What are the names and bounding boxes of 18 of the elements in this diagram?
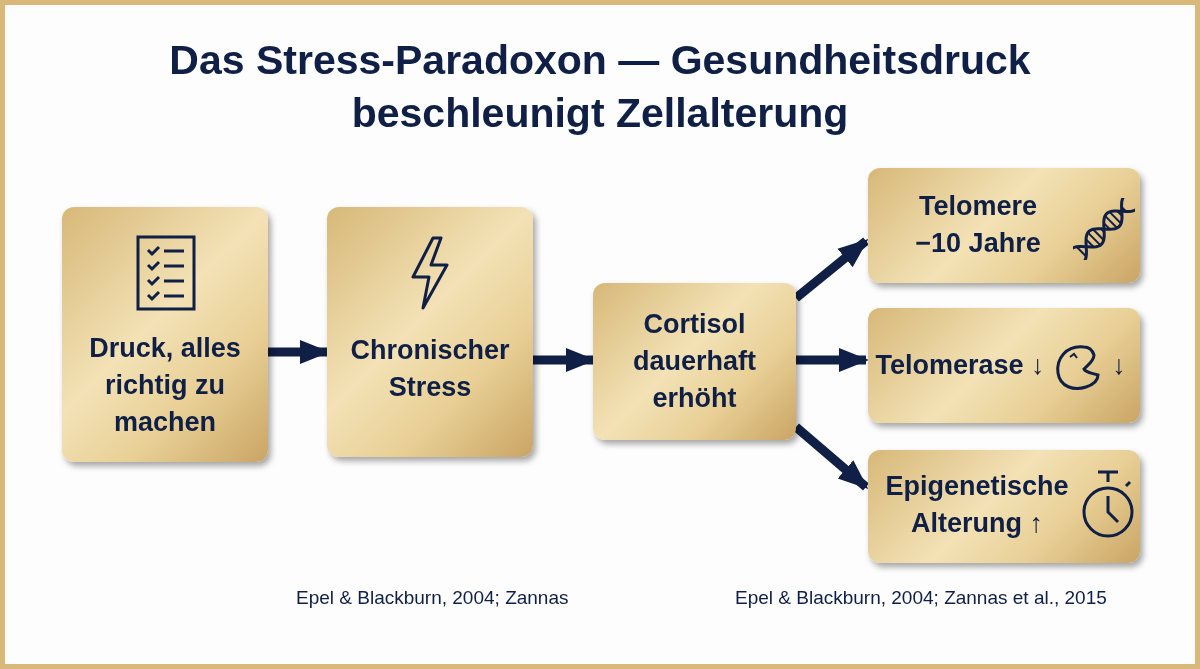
box-label: Chronischer Stress: [349, 334, 511, 404]
process-box: [868, 168, 1140, 283]
process-box: [593, 283, 796, 440]
process-box: [868, 308, 1140, 423]
process-box: [868, 450, 1140, 563]
box-label: Epigenetische Alterung ↑: [884, 470, 1070, 540]
process-box: [62, 207, 268, 462]
box-label: Cortisol dauerhaft erhöht: [632, 308, 757, 415]
arrow: [796, 348, 869, 372]
process-box: [327, 207, 533, 457]
box-label: Druck, alles richtig zu machen: [88, 332, 242, 439]
arrow: [793, 423, 869, 491]
box-label: Telomere −10 Jahre: [914, 190, 1042, 260]
box-label: Telomerase ↓: [874, 349, 1046, 382]
citation: Epel & Blackburn, 2004; Zannas: [296, 587, 569, 609]
citation: Epel & Blackburn, 2004; Zannas et al., 2015: [735, 587, 1107, 609]
title: Das Stress-Paradoxon — Gesundheitsdruck beschleunigt Zellalterung: [168, 36, 1032, 138]
arrow-symbol: ↓: [1111, 349, 1127, 382]
